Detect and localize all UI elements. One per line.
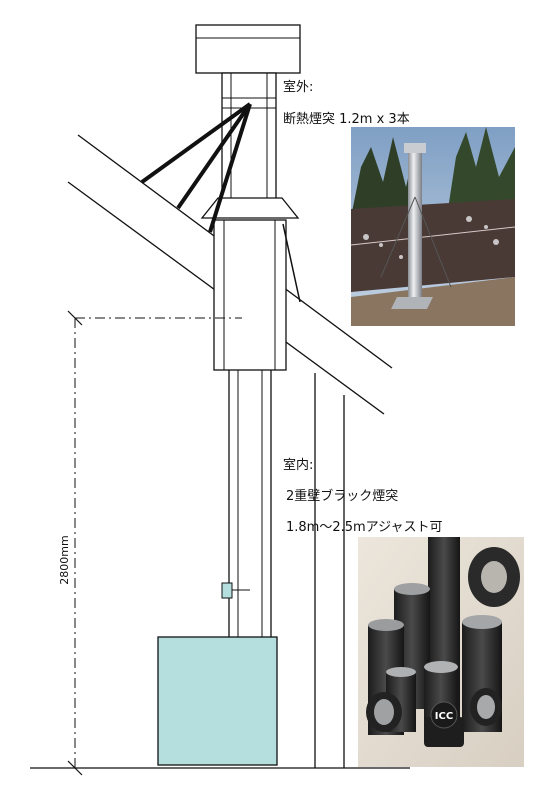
dimension-label: 2800mm <box>58 535 71 584</box>
outdoor-description: 断熱煙突 1.2m x 3本 <box>283 112 410 127</box>
rain-cap <box>195 24 301 74</box>
indoor-pipe-product-photo: ICC <box>358 537 524 767</box>
icc-logo-text: ICC <box>435 711 453 722</box>
stove-box <box>157 636 278 766</box>
outdoor-chimney-photo <box>351 127 515 326</box>
roof-support-section <box>213 219 287 371</box>
storm-collar <box>200 197 300 219</box>
support-brace <box>176 102 252 210</box>
indoor-line1: 2重壁ブラック煙突 <box>286 489 399 504</box>
outdoor-insulated-pipe <box>221 72 277 208</box>
support-brace <box>140 102 252 184</box>
indoor-heading: 室内: <box>283 458 314 473</box>
damper <box>221 582 233 599</box>
dimension-tick <box>67 310 83 326</box>
support-brace <box>208 103 252 233</box>
indoor-line2: 1.8m〜2.5mアジャスト可 <box>286 520 443 535</box>
outdoor-heading: 室外: <box>283 80 314 95</box>
dimension-tick <box>67 760 83 776</box>
support-bracket <box>282 223 301 303</box>
